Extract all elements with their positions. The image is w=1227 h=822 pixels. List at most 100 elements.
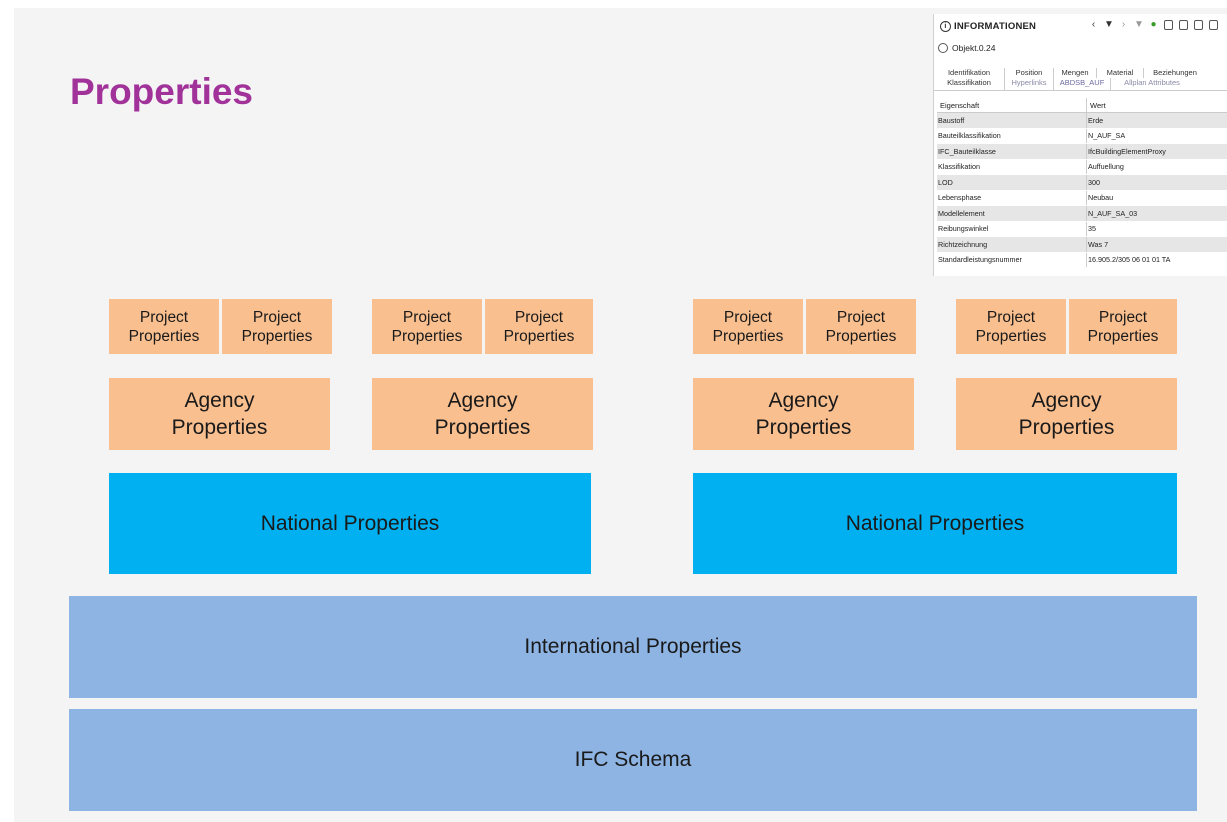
project-label-line1: Project (723, 308, 773, 326)
property-value: Neubau (1086, 190, 1227, 206)
tab-mengen[interactable]: Mengen (1054, 68, 1097, 78)
page-title: Properties (70, 71, 254, 112)
tab-identifikation[interactable]: Identifikation (934, 68, 1005, 78)
project-label-line2: Properties (241, 327, 313, 345)
property-value: 35 (1086, 221, 1227, 237)
project-label-line2: Properties (391, 327, 463, 345)
object-name: Objekt.0.24 (952, 43, 996, 53)
property-key: Klassifikation (937, 159, 1087, 175)
property-key: Richtzeichnung (937, 236, 1087, 253)
agency-label-line2: Properties (1018, 416, 1115, 439)
project-label-line2: Properties (503, 327, 575, 345)
property-value: IfcBuildingElementProxy (1086, 143, 1227, 160)
property-value: Erde (1086, 112, 1227, 129)
project-label-line2: Properties (825, 327, 897, 345)
column-header-wert: Wert (1086, 98, 1227, 113)
info-icon: i (940, 20, 951, 32)
property-value: N_AUF_SA (1086, 128, 1227, 144)
agency-label-line2: Properties (755, 416, 852, 439)
project-label-line1: Project (402, 308, 452, 326)
tab-material[interactable]: Material (1097, 68, 1144, 78)
tabs-row-1: Identifikation Position Mengen Material … (934, 68, 1227, 78)
tab-hyperlinks[interactable]: Hyperlinks (1005, 78, 1054, 90)
project-label-line1: Project (139, 308, 189, 326)
dropdown-icon[interactable]: ▼ (1134, 19, 1144, 30)
agency-label-line1: Agency (447, 389, 518, 412)
international-properties-box: International Properties (69, 596, 1197, 698)
national-properties-box: National Properties (693, 473, 1177, 574)
property-key: Baustoff (937, 112, 1087, 129)
back-arrow-icon[interactable]: ‹ (1091, 19, 1096, 30)
object-selector[interactable]: Objekt.0.24 (938, 43, 995, 53)
property-value: 16.905.2/305 06 01 01 TA (1086, 252, 1227, 268)
agency-label-line2: Properties (171, 416, 268, 439)
property-key: Bauteilklassifikation (937, 128, 1087, 144)
table-header-row: Eigenschaft Wert (937, 98, 1227, 113)
project-label-line2: Properties (128, 327, 200, 345)
national-properties-label: National Properties (260, 511, 440, 535)
international-properties-label: International Properties (524, 635, 742, 658)
ifc-schema-box: IFC Schema (69, 709, 1197, 811)
agency-label-line1: Agency (768, 389, 839, 412)
agency-label-line1: Agency (1031, 389, 1102, 412)
panel-header-title: INFORMATIONEN (954, 20, 1037, 32)
project-label-line2: Properties (975, 327, 1047, 345)
pin-icon[interactable] (1164, 20, 1173, 30)
forward-arrow-icon[interactable]: › (1121, 19, 1126, 30)
tabs-row-2: Klassifikation Hyperlinks ABDSB_AUF Allp… (934, 78, 1227, 91)
dropdown-icon[interactable]: ▼ (1104, 19, 1114, 30)
layout-icon[interactable] (1209, 20, 1218, 30)
delete-icon[interactable] (1194, 20, 1203, 30)
object-radio-icon (938, 43, 948, 53)
tab-allplan-attributes[interactable]: Allplan Attributes (1124, 78, 1180, 87)
project-label-line2: Properties (712, 327, 784, 345)
copy-icon[interactable] (1179, 20, 1188, 30)
property-value: Auffuellung (1086, 159, 1227, 175)
tab-beziehungen[interactable]: Beziehungen (1153, 68, 1197, 77)
agency-label-line1: Agency (184, 389, 255, 412)
project-label-line1: Project (514, 308, 564, 326)
property-value: Was 7 (1086, 236, 1227, 253)
tab-abdsb-auf[interactable]: ABDSB_AUF (1054, 78, 1111, 90)
property-key: Lebensphase (937, 190, 1087, 206)
project-label-line1: Project (986, 308, 1036, 326)
tab-klassifikation[interactable]: Klassifikation (934, 78, 1005, 90)
tab-position[interactable]: Position (1005, 68, 1054, 78)
agency-label-line2: Properties (434, 416, 531, 439)
property-key: LOD (937, 174, 1087, 191)
project-label-line2: Properties (1087, 327, 1159, 345)
panel-toolbar: ‹ ▼ › ▼ ● (1089, 20, 1218, 30)
national-properties-label: National Properties (845, 511, 1025, 535)
property-value: N_AUF_SA_03 (1086, 205, 1227, 222)
information-panel: i INFORMATIONEN ‹ ▼ › ▼ ● Objekt.0.24 Id… (933, 14, 1227, 276)
property-key: IFC_Bauteilklasse (937, 143, 1087, 160)
national-properties-box: National Properties (109, 473, 591, 574)
property-value: 300 (1086, 174, 1227, 191)
project-label-line1: Project (836, 308, 886, 326)
property-key: Reibungswinkel (937, 221, 1087, 237)
column-header-eigenschaft: Eigenschaft (937, 98, 1087, 113)
filter-icon[interactable]: ● (1150, 19, 1157, 30)
